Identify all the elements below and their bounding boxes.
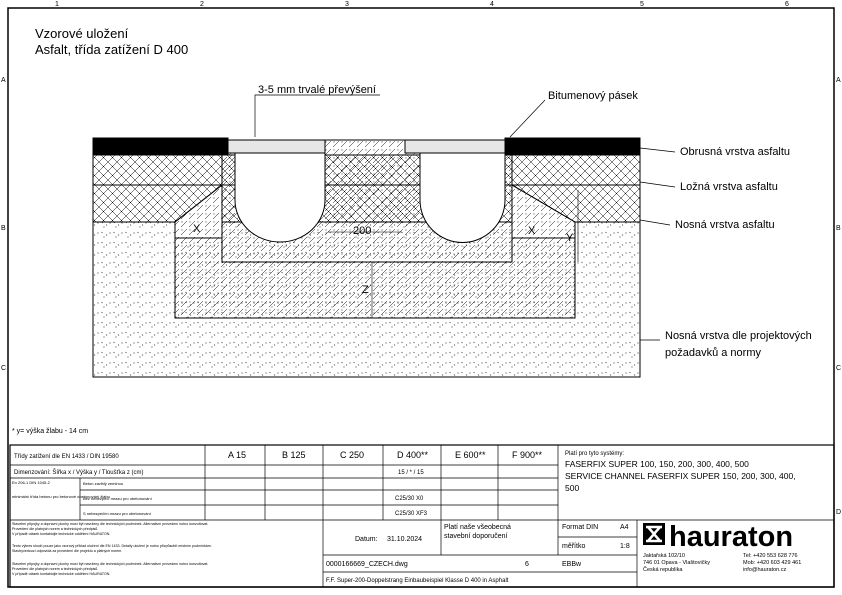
wearing-layer-right [504, 137, 641, 156]
address-1: Jaktařská 102/10 [643, 553, 685, 559]
dims-d400: 15 / * / 15 [398, 470, 424, 476]
systems-title: Platí pro tyto systémy: [565, 451, 624, 457]
date-label: Datum: [355, 536, 378, 543]
format-value: A4 [620, 524, 629, 531]
dimension-z: Z [362, 284, 369, 296]
grid-row-a: A [1, 77, 6, 84]
sheet-number: 6 [525, 561, 529, 568]
elevation-label: 3-5 mm trvalé převýšení [258, 84, 376, 96]
dimension-x-left: X [193, 223, 201, 235]
company-name: hauraton [669, 521, 793, 553]
address-3: Česká republika [643, 566, 683, 573]
grid-row-d-right: D [836, 509, 841, 516]
systems-line-2: SERVICE CHANNEL FASERFIX SUPER 150, 200,… [565, 471, 796, 481]
grid-col-6: 6 [785, 1, 789, 8]
grid-col-4: 4 [490, 1, 494, 8]
channel-right-trough [419, 152, 506, 243]
dims-label: Dimenzování: Šířka x / Výška y / Tloušťk… [14, 469, 144, 476]
norm-label: En 206-1 DIN 1045-2 [12, 480, 51, 485]
class-e600: E 600** [455, 450, 486, 460]
wearing-layer-left [92, 137, 229, 156]
email: info@hauraton.cz [743, 567, 786, 573]
grid-row-c: C [1, 365, 6, 372]
cross-section [92, 94, 676, 378]
note: Provedení dle platných norem a technický… [12, 567, 98, 571]
class-d400: D 400** [397, 450, 429, 460]
grid-row-c-right: C [836, 365, 841, 372]
class-f900: F 900** [512, 450, 543, 460]
class-c250: C 250 [340, 450, 364, 460]
row-label-1: Beton zavlhlý zeminou [83, 481, 123, 486]
scale-label: měřítko [562, 543, 585, 550]
grate-right [404, 139, 506, 154]
grid-row-b-right: B [836, 225, 841, 232]
binder-layer-label: Ložná vrstva asfaltu [680, 181, 778, 193]
concrete-x0: C25/30 X0 [395, 496, 424, 502]
dimension-200: 200 [353, 225, 371, 237]
row-label-2: Bez nebezpečí mrazu pro obetonování [83, 496, 153, 501]
footnote: * y= výška žlabu - 14 cm [12, 428, 88, 435]
description: F.F. Super-200-Doppelstrang Einbaubeispi… [326, 578, 509, 584]
mobile: Mob: +420 603 429 461 [743, 560, 801, 566]
grid-row-b: B [1, 225, 6, 232]
row-label-3: S nebezpečím mrazu pro obetonování [83, 511, 152, 516]
wearing-layer-label: Obrusná vrstva asfaltu [680, 146, 790, 158]
format-label: Format DIN [562, 524, 598, 531]
general-line-2: stavební doporučení [444, 533, 507, 540]
subbase-label-2: požadavků a normy [665, 347, 761, 359]
note: V případě otázek kontaktujte technické o… [12, 572, 110, 576]
notes: Stavební připojky a dopravní plochy musí… [12, 522, 212, 576]
grid-col-2: 2 [200, 1, 204, 8]
note: Tento výkres slouží pouze jako vzorový p… [12, 544, 212, 548]
phone: Tel: +420 553 628 776 [743, 553, 798, 559]
grid-row-a-right: A [836, 77, 841, 84]
base-layer-label: Nosná vrstva asfaltu [675, 219, 775, 231]
systems-line-1: FASERFIX SUPER 100, 150, 200, 300, 400, … [565, 459, 749, 469]
grid-labels: 1 2 3 4 5 6 A B C A B C D [1, 1, 841, 516]
bitumen-strip-label: Bitumenový pásek [548, 90, 638, 102]
concrete-label: minimální třída betonu pro betonové obet… [12, 494, 110, 499]
author: EBBw [562, 561, 582, 568]
hauraton-logo: hauraton [643, 521, 793, 553]
load-class-header: Třídy zatížení dle EN 1433 / DIN 19580 [14, 454, 119, 460]
title-block: Třídy zatížení dle EN 1433 / DIN 19580 A… [9, 444, 835, 588]
class-a15: A 15 [228, 450, 246, 460]
subbase-label-1: Nosná vrstva dle projektových [665, 330, 812, 342]
dimension-x-right: X [528, 225, 536, 237]
address-2: 746 01 Opava - Vlaštovičky [643, 560, 710, 566]
note: V případě otázek kontaktujte technické o… [12, 532, 110, 536]
concrete-xf3: C25/30 XF3 [395, 511, 428, 517]
class-b125: B 125 [282, 450, 306, 460]
grid-col-3: 3 [345, 1, 349, 8]
general-line-1: Platí naše všeobecná [444, 524, 511, 531]
scale-value: 1:8 [620, 543, 630, 550]
filename: 0000166669_CZECH.dwg [326, 561, 408, 568]
date-value: 31.10.2024 [387, 536, 422, 543]
note: Stavbyvedoucí odpovídá za provedení dle … [12, 549, 122, 553]
channel-left-trough [234, 152, 326, 243]
dimension-y: Y [566, 232, 574, 244]
grate-left [227, 139, 326, 154]
systems-line-3: 500 [565, 483, 579, 493]
grid-col-1: 1 [55, 1, 59, 8]
drawing-subtitle: Asfalt, třída zatížení D 400 [35, 42, 188, 57]
grid-col-5: 5 [640, 1, 644, 8]
note: Stavební připojky a dopravní plochy musí… [12, 562, 208, 566]
note: Stavební připojky a dopravní plochy musí… [12, 522, 208, 526]
note: Provedení dle platných norem a technický… [12, 527, 98, 531]
drawing-title: Vzorové uložení [35, 26, 129, 41]
